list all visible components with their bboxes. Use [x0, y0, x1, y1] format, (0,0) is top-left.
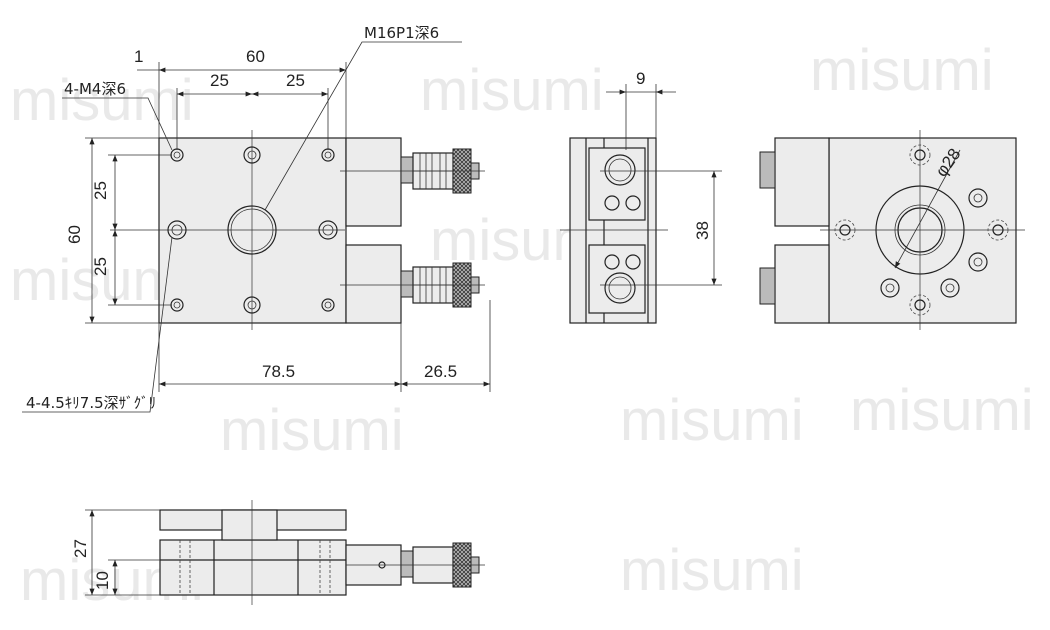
dim-vpitch-25-top: 25	[91, 181, 110, 200]
mounting-holes	[167, 146, 338, 314]
dim-width-60: 60	[246, 47, 265, 66]
callout-tapped-holes: 4-M4深6	[64, 80, 126, 98]
top-plate	[158, 137, 347, 324]
svg-text:misumi: misumi	[620, 538, 804, 603]
center-thread-hole	[227, 205, 277, 255]
dim-pitch-25-left: 25	[210, 71, 229, 90]
side-view: 9 38	[560, 69, 722, 324]
dim-height-27: 27	[71, 539, 90, 558]
bottom-view: φ28	[759, 130, 1025, 330]
dim-side-pitch-38: 38	[693, 221, 712, 240]
micrometer-housing-lower	[345, 244, 402, 324]
dim-pitch-25-right: 25	[286, 71, 305, 90]
dim-vpitch-25-bottom: 25	[91, 257, 110, 276]
micrometer-housing-upper	[345, 137, 402, 227]
svg-text:misumi: misumi	[10, 68, 194, 133]
dim-offset-1: 1	[134, 47, 143, 66]
top-view: 60 1 25 25 60 25 25 78.5 26.5 4-M4深6	[22, 24, 491, 413]
callout-counterbore: 4-4.5ｷﾘ7.5深ｻﾞｸﾞﾘ	[26, 394, 156, 412]
dim-micrometer-26-5: 26.5	[424, 362, 457, 381]
front-view: 27 10	[71, 500, 485, 605]
dim-base-10: 10	[93, 571, 112, 590]
callout-center-thread: M16P1深6	[364, 24, 439, 42]
dim-side-width-9: 9	[636, 69, 645, 88]
svg-text:misumi: misumi	[220, 398, 404, 463]
dim-length-78-5: 78.5	[262, 362, 295, 381]
svg-text:misumi: misumi	[810, 38, 994, 103]
svg-text:misumi: misumi	[420, 58, 604, 123]
svg-text:misumi: misumi	[620, 388, 804, 453]
svg-text:misumi: misumi	[850, 378, 1034, 443]
dim-height-60: 60	[65, 225, 84, 244]
